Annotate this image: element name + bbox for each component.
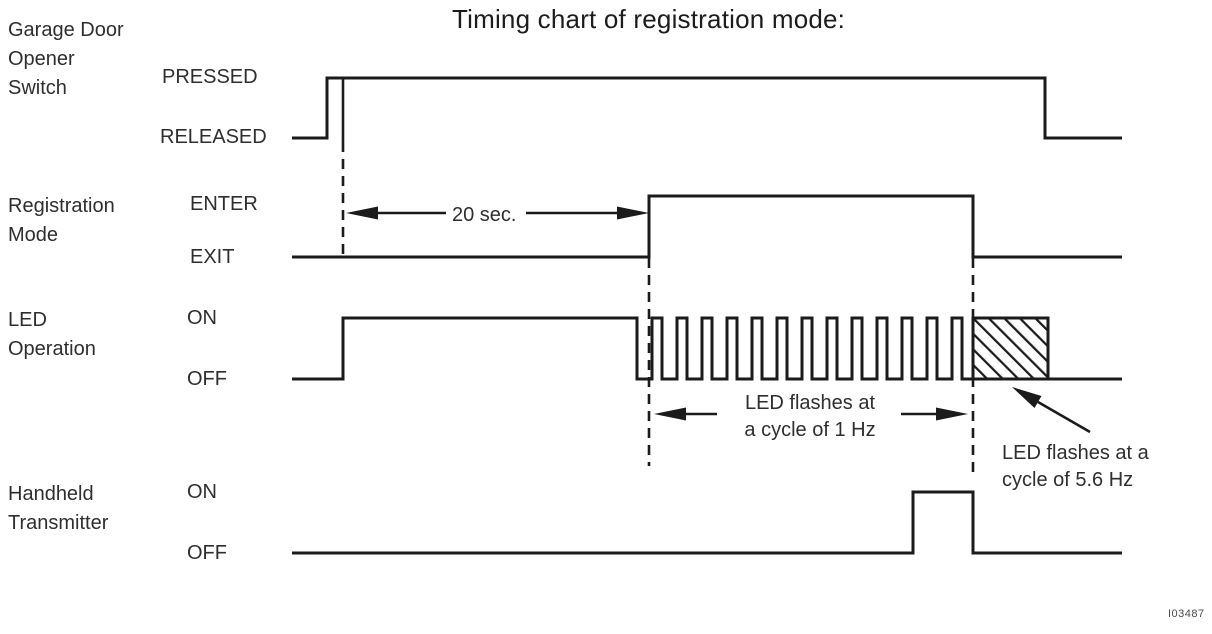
delay-arrow-left-head (346, 206, 378, 220)
level-label-released: RELEASED (160, 126, 267, 148)
page-title: Timing chart of registration mode: (452, 4, 846, 34)
led-fast-flash-hatched-box (971, 316, 1050, 381)
transmitter-waveform (292, 490, 1122, 555)
level-label-led-on: ON (187, 307, 217, 329)
signal-label-line: Garage Door (8, 19, 124, 41)
led-56hz-annotation: LED flashes at a cycle of 5.6 Hz (1002, 440, 1149, 494)
led-1hz-annotation: LED flashes at a cycle of 1 Hz (720, 390, 900, 444)
level-label-exit: EXIT (190, 246, 235, 268)
led-1hz-arrow-right-head (936, 407, 968, 421)
led-1hz-arrow-left-head (654, 407, 686, 421)
delay-arrow-right-head (617, 206, 649, 220)
signal-label-led-operation: LED Operation (8, 306, 96, 364)
signal-label-handheld-transmitter: Handheld Transmitter (8, 480, 108, 538)
led-1hz-annotation-line: a cycle of 1 Hz (744, 419, 876, 441)
figure-code: I03487 (1168, 608, 1205, 620)
level-label-enter: ENTER (190, 193, 258, 215)
switch-waveform (292, 76, 1122, 140)
signal-label-line: Operation (8, 338, 96, 360)
level-label-pressed: PRESSED (162, 66, 258, 88)
signal-label-line: LED (8, 309, 47, 331)
led-56hz-annotation-line: cycle of 5.6 Hz (1002, 469, 1134, 491)
registration-waveform (292, 194, 1122, 259)
level-label-transmitter-on: ON (187, 481, 217, 503)
level-label-transmitter-off: OFF (187, 542, 227, 564)
led-1hz-annotation-line: LED flashes at (744, 392, 876, 414)
level-label-led-off: OFF (187, 368, 227, 390)
led-56hz-annotation-line: LED flashes at a (1002, 442, 1149, 464)
signal-label-line: Handheld (8, 483, 94, 505)
signal-label-line: Switch (8, 77, 67, 99)
led-56hz-callout-shaft (1037, 400, 1091, 434)
delay-20sec-label: 20 sec. (452, 204, 517, 226)
led-56hz-callout-head (1012, 387, 1042, 408)
signal-label-registration-mode: Registration Mode (8, 192, 115, 250)
signal-label-line: Registration (8, 195, 115, 217)
signal-label-line: Opener (8, 48, 75, 70)
led-waveform (292, 316, 1122, 381)
signal-label-line: Transmitter (8, 512, 109, 534)
signal-label-line: Mode (8, 224, 59, 246)
signal-label-garage-door-opener-switch: Garage Door Opener Switch (8, 16, 124, 103)
